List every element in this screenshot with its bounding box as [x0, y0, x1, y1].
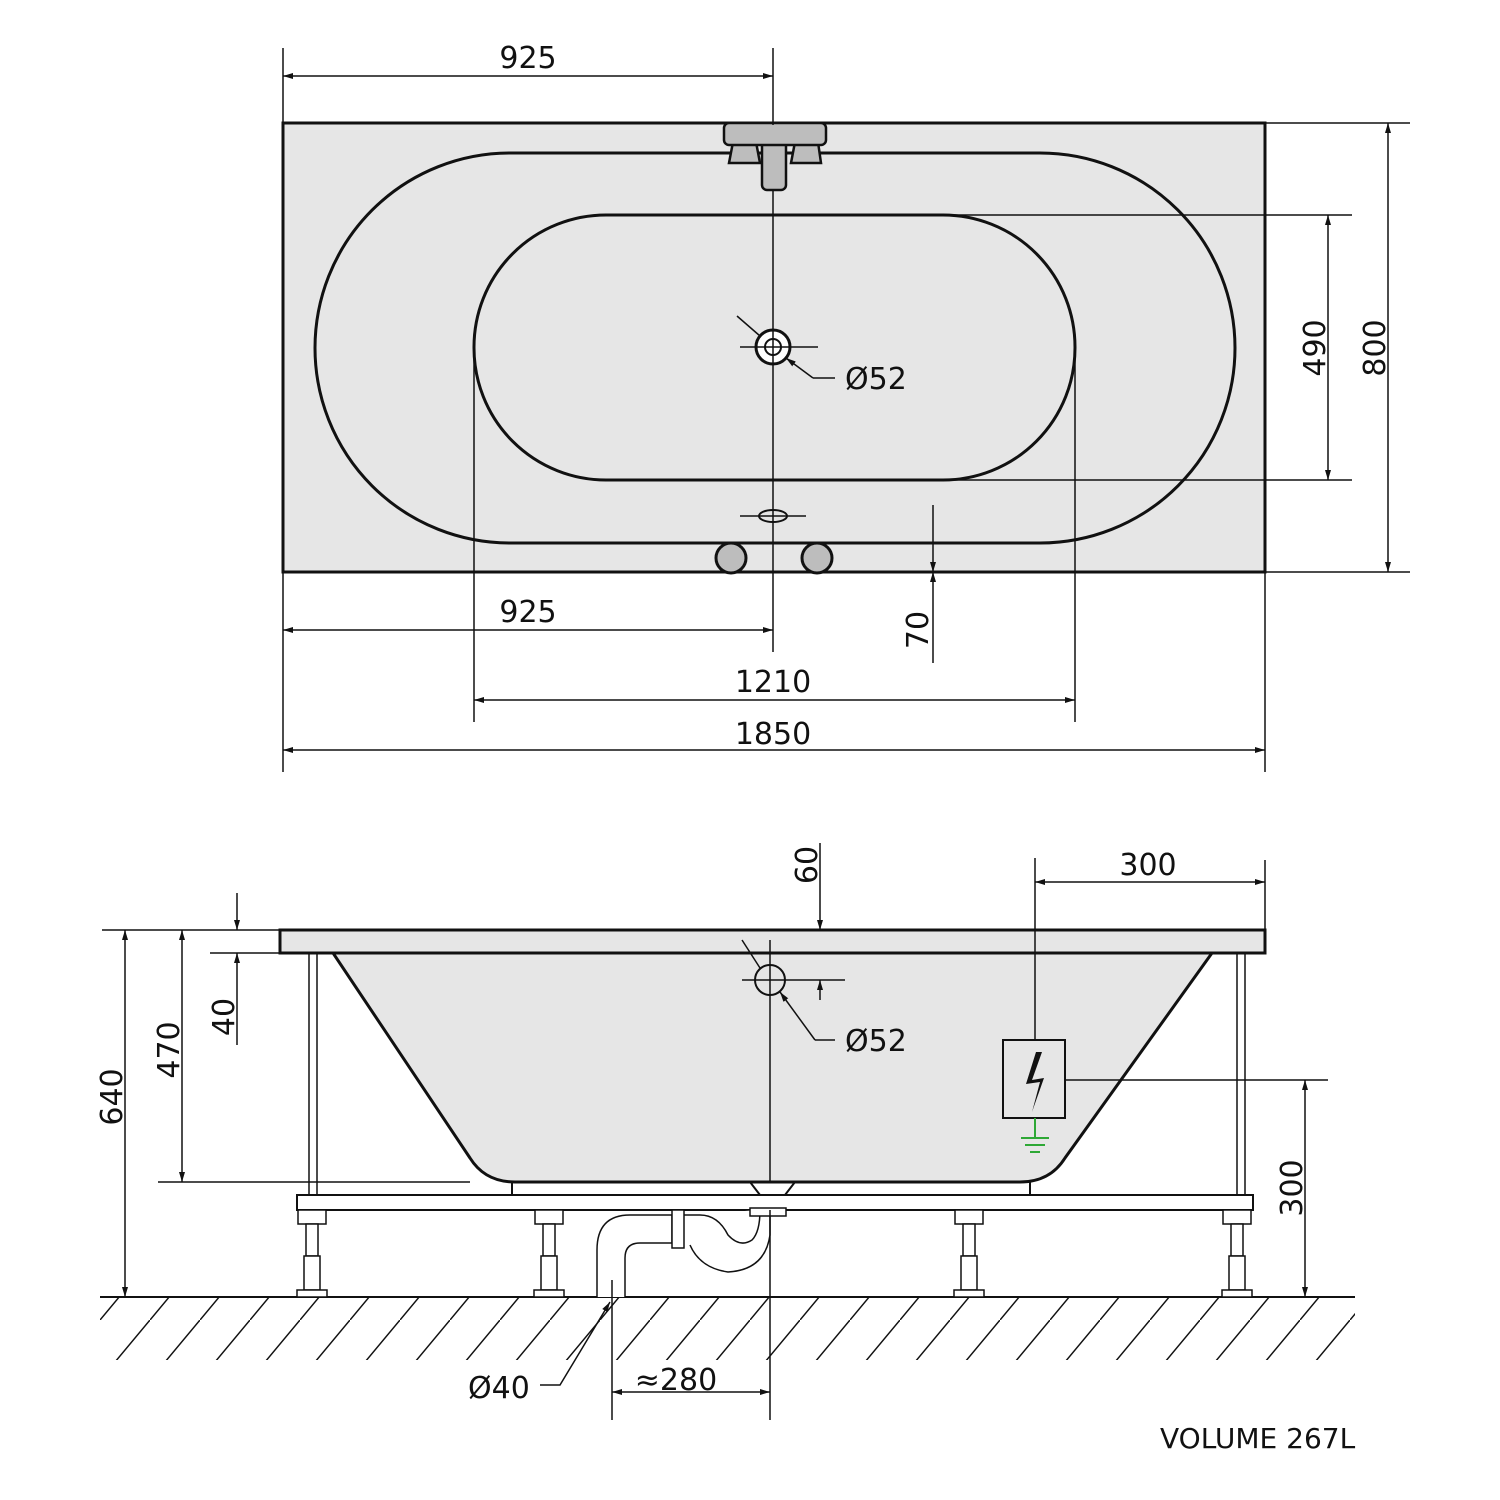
- faucet-icon: [722, 121, 828, 192]
- ground-icon: [1021, 1118, 1049, 1153]
- dim-925-top: 925: [499, 41, 556, 76]
- dim-300-socket-height: 300: [1275, 1159, 1310, 1216]
- dim-280: ≈280: [635, 1363, 717, 1398]
- dim-640: 640: [95, 1068, 130, 1125]
- dim-1850: 1850: [735, 717, 811, 752]
- dim-300-socket-offset: 300: [1119, 848, 1176, 883]
- volume-label: VOLUME 267L: [1160, 1422, 1356, 1455]
- side-view: Ø52 640 470 40 60 300 300 ≈280: [95, 843, 1355, 1420]
- top-view: 925 925 1210 1850 800 490 70 Ø52: [281, 41, 1410, 772]
- lightning-icon: [1026, 1052, 1044, 1112]
- control-knob: [800, 541, 834, 575]
- dim-70: 70: [901, 611, 936, 649]
- dim-60: 60: [790, 846, 825, 884]
- tub-rim: [278, 928, 1267, 955]
- dim-490: 490: [1298, 319, 1333, 376]
- tub-body: [330, 951, 1215, 1184]
- dim-waste-diameter: Ø40: [468, 1371, 530, 1406]
- overflow-side-icon: [741, 939, 845, 1041]
- control-knob: [714, 541, 748, 575]
- floor-hatch: [100, 1298, 1355, 1360]
- dim-1210: 1210: [735, 665, 811, 700]
- dim-470: 470: [152, 1021, 187, 1078]
- dim-drain-diameter: Ø52: [845, 362, 907, 397]
- dim-800: 800: [1358, 319, 1393, 376]
- siphon-waste: [596, 1207, 787, 1297]
- adjustable-legs: [296, 1209, 1253, 1298]
- dim-925-bottom: 925: [499, 595, 556, 630]
- dim-40: 40: [207, 998, 242, 1036]
- dim-overflow-diameter: Ø52: [845, 1024, 907, 1059]
